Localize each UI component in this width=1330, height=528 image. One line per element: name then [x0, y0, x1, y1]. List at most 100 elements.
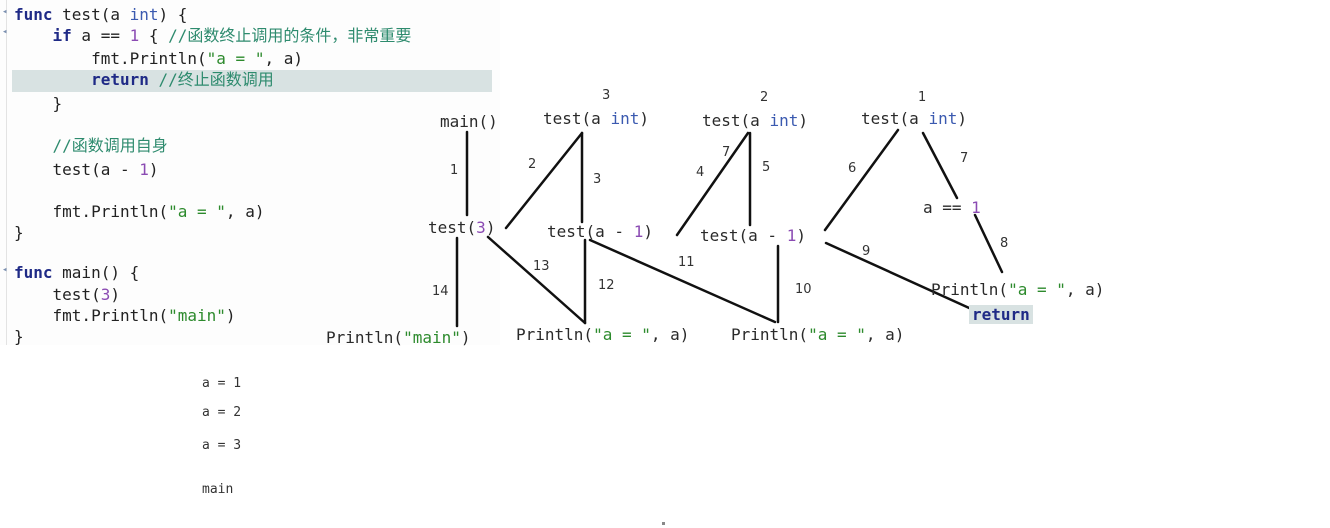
- edge-9: [824, 241, 980, 314]
- code-token: //函数终止调用的条件，非常重要: [168, 26, 412, 45]
- code-token: "a = ": [1008, 280, 1066, 299]
- fold-marker-icon: ◂: [2, 7, 8, 17]
- step-label: 1: [450, 163, 459, 178]
- code-token: test(a: [861, 109, 929, 128]
- edge-6: [823, 128, 900, 232]
- code-token: ): [460, 328, 471, 347]
- code-token: 1: [633, 222, 644, 241]
- output-line: a = 2: [202, 405, 242, 420]
- code-token: {: [139, 26, 169, 45]
- code-token: 3: [100, 285, 111, 304]
- step-label: 2: [528, 157, 537, 172]
- depth-label: 1: [918, 90, 927, 105]
- fold-marker-icon: ◂: [2, 27, 8, 37]
- code-line: test(a - 1): [14, 160, 159, 180]
- code-token: test(: [14, 285, 101, 304]
- code-token: if: [52, 26, 72, 45]
- step-label: 8: [1000, 236, 1009, 251]
- node-println-main: Println("main"): [326, 328, 471, 347]
- node-println-a-left: Println("a = ", a): [516, 325, 689, 344]
- code-token: "a = ": [593, 325, 651, 344]
- edge-2: [504, 131, 584, 230]
- depth-label: 3: [602, 88, 611, 103]
- code-token: Println(: [516, 325, 594, 344]
- node-test-a-int-3: test(a int): [543, 109, 649, 128]
- step-label: 4: [696, 165, 705, 180]
- code-token: , a): [225, 202, 265, 221]
- code-line: func main() {: [14, 263, 139, 283]
- code-token: , a): [865, 325, 905, 344]
- code-token: 3: [476, 218, 486, 237]
- fold-marker-icon: ◂: [2, 265, 8, 275]
- output-line: a = 3: [202, 438, 242, 453]
- edge-8: [973, 213, 1004, 274]
- code-token: "a = ": [206, 49, 265, 68]
- code-token: ): [148, 160, 159, 179]
- code-token: main() {: [52, 263, 140, 282]
- code-token: int: [928, 109, 958, 128]
- code-token: Println(: [326, 328, 404, 347]
- code-line: fmt.Println("a = ", a): [14, 202, 265, 222]
- code-token: "main": [168, 306, 226, 325]
- step-label: 6: [848, 161, 857, 176]
- code-token: ): [798, 111, 808, 130]
- code-token: 1: [129, 26, 140, 45]
- code-token: func: [14, 5, 53, 24]
- node-println-a-middle: Println("a = ", a): [731, 325, 904, 344]
- code-line: }: [14, 223, 24, 243]
- step-label: 11: [678, 255, 695, 270]
- code-token: }: [14, 223, 24, 242]
- edge-7: [921, 131, 959, 200]
- step-label: 10: [795, 282, 812, 297]
- node-println-a-right: Println("a = ", a): [931, 280, 1104, 299]
- code-line: if a == 1 { //函数终止调用的条件，非常重要: [14, 26, 412, 46]
- code-token: 1: [786, 226, 797, 245]
- code-token: ): [485, 218, 496, 237]
- code-line: func test(a int) {: [14, 5, 187, 25]
- code-token: Println(: [931, 280, 1009, 299]
- node-test-a-minus-1-first: test(a - 1): [547, 222, 653, 241]
- code-token: ): [796, 226, 806, 245]
- code-line: }: [14, 327, 24, 347]
- step-label: 12: [598, 278, 615, 293]
- code-line: fmt.Println("main"): [14, 306, 236, 326]
- code-token: , a): [1065, 280, 1105, 299]
- code-token: , a): [650, 325, 690, 344]
- editor-gutter: [6, 0, 7, 345]
- code-token: ): [639, 109, 649, 128]
- code-token: fmt.Println(: [14, 49, 207, 68]
- code-line: return //终止函数调用: [14, 70, 274, 90]
- code-token: ): [957, 109, 967, 128]
- code-line: }: [14, 94, 63, 114]
- code-token: ): [643, 222, 653, 241]
- code-line: //函数调用自身: [14, 136, 168, 156]
- step-label: 9: [862, 244, 871, 259]
- code-token: return: [91, 70, 149, 89]
- code-token: int: [769, 111, 799, 130]
- output-line: a = 1: [202, 376, 242, 391]
- code-token: "a = ": [168, 202, 226, 221]
- edge-11: [588, 238, 777, 324]
- code-token: , a): [264, 49, 303, 68]
- code-token: "main": [403, 328, 461, 347]
- code-token: test(a -: [547, 222, 634, 241]
- code-token: func: [14, 263, 53, 282]
- node-test-a-int-2: test(a int): [702, 111, 808, 130]
- step-label: 5: [762, 160, 771, 175]
- step-label: 3: [593, 172, 602, 187]
- code-token: int: [610, 109, 640, 128]
- code-token: 1: [971, 198, 981, 217]
- code-token: 1: [139, 160, 149, 179]
- code-token: int: [129, 5, 159, 24]
- step-label: 14: [432, 284, 449, 299]
- step-label: 7: [722, 145, 731, 160]
- current-line-highlight: [12, 70, 492, 92]
- code-token: test(a: [52, 5, 130, 24]
- node-test-3: test(3): [428, 218, 495, 237]
- code-token: test(: [428, 218, 477, 237]
- code-token: //函数调用自身: [52, 136, 168, 155]
- code-token: "a = ": [808, 325, 866, 344]
- code-token: return: [972, 305, 1030, 324]
- step-label: 7: [960, 151, 969, 166]
